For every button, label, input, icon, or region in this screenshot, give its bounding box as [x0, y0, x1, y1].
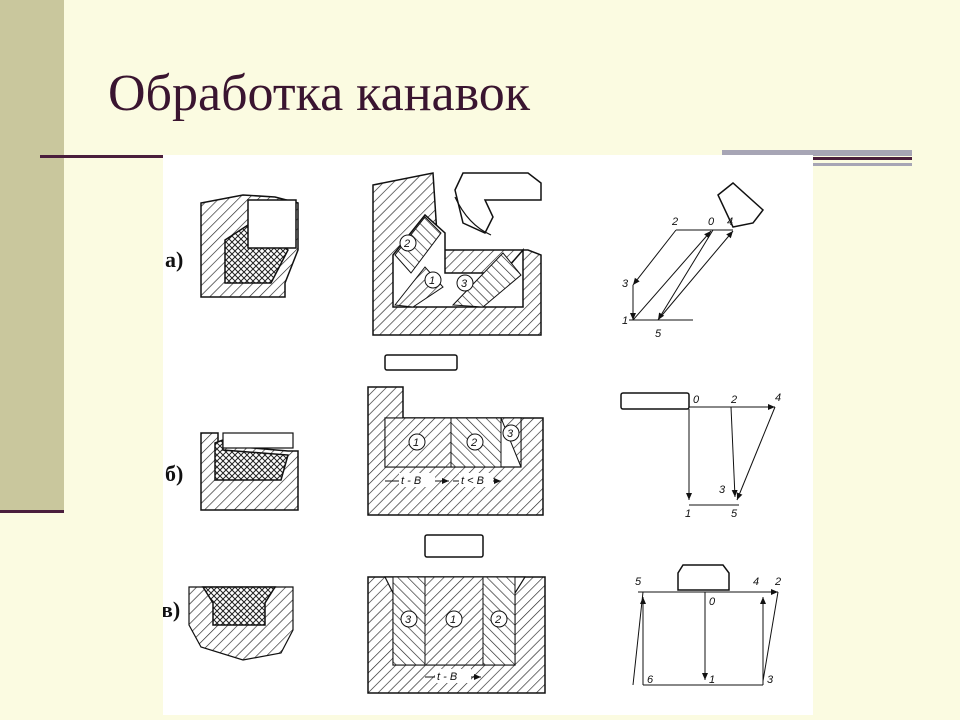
pass-v-2: 2 — [494, 614, 501, 626]
pass-v-1: 1 — [450, 614, 456, 626]
pt-a-2: 2 — [671, 216, 678, 228]
pt-b-0: 0 — [693, 394, 700, 406]
pass-a-2: 2 — [403, 238, 410, 250]
figure-svg: а) б) в) 2 1 3 2 0 4 3 1 5 — [161, 155, 813, 715]
pass-b-2: 2 — [470, 437, 477, 449]
pass-b-3: 3 — [507, 428, 514, 440]
pt-a-1: 1 — [622, 315, 628, 327]
pt-b-4: 4 — [775, 392, 781, 404]
pt-a-4: 4 — [727, 216, 733, 228]
pt-v-1: 1 — [709, 674, 715, 686]
row-v-passes-section: 3 1 2 t - B — [367, 534, 546, 694]
row-a-passes-section: 2 1 3 — [372, 172, 542, 336]
pt-a-3: 3 — [622, 278, 629, 290]
pt-b-2: 2 — [730, 394, 737, 406]
pt-b-5: 5 — [731, 508, 738, 520]
groove-machining-figure: а) б) в) 2 1 3 2 0 4 3 1 5 — [161, 155, 813, 715]
decor-line-right-1 — [722, 150, 912, 156]
pass-a-3: 3 — [461, 278, 468, 290]
decor-line-right-3 — [812, 163, 912, 166]
dim-b-right: t < B — [461, 475, 484, 487]
row-v-groove-profile — [188, 586, 294, 661]
row-v-toolpath: 5 4 2 0 6 1 3 — [632, 564, 781, 686]
row-b-passes-section: 1 2 3 t - B t < B — [367, 354, 544, 516]
row-b-toolpath: 0 2 4 3 1 5 — [620, 392, 781, 520]
pass-a-1: 1 — [429, 275, 435, 287]
row-a-groove-profile — [200, 194, 299, 298]
title-underline-left — [40, 155, 163, 158]
pass-b-1: 1 — [413, 437, 419, 449]
pt-v-0: 0 — [709, 596, 716, 608]
pt-v-6: 6 — [647, 674, 654, 686]
left-bar-bottom-line — [0, 510, 64, 513]
row-label-b: б) — [165, 461, 183, 486]
pt-a-0: 0 — [708, 216, 715, 228]
pt-b-1: 1 — [685, 508, 691, 520]
row-a-toolpath: 2 0 4 3 1 5 — [622, 182, 765, 340]
row-label-a: а) — [165, 247, 183, 272]
pt-v-4: 4 — [753, 576, 759, 588]
row-label-v: в) — [163, 597, 180, 622]
pt-a-5: 5 — [655, 328, 662, 340]
slide-title: Обработка канавок — [108, 65, 531, 122]
left-accent-bar — [0, 0, 64, 512]
pt-v-3: 3 — [767, 674, 774, 686]
pt-v-5: 5 — [635, 576, 642, 588]
pt-v-2: 2 — [774, 576, 781, 588]
decor-line-right-2 — [812, 157, 912, 160]
pt-b-3: 3 — [719, 484, 726, 496]
dim-v-bottom: t - B — [437, 671, 457, 683]
row-b-groove-profile — [200, 432, 299, 511]
dim-b-left: t - B — [401, 475, 421, 487]
pass-v-3: 3 — [405, 614, 412, 626]
